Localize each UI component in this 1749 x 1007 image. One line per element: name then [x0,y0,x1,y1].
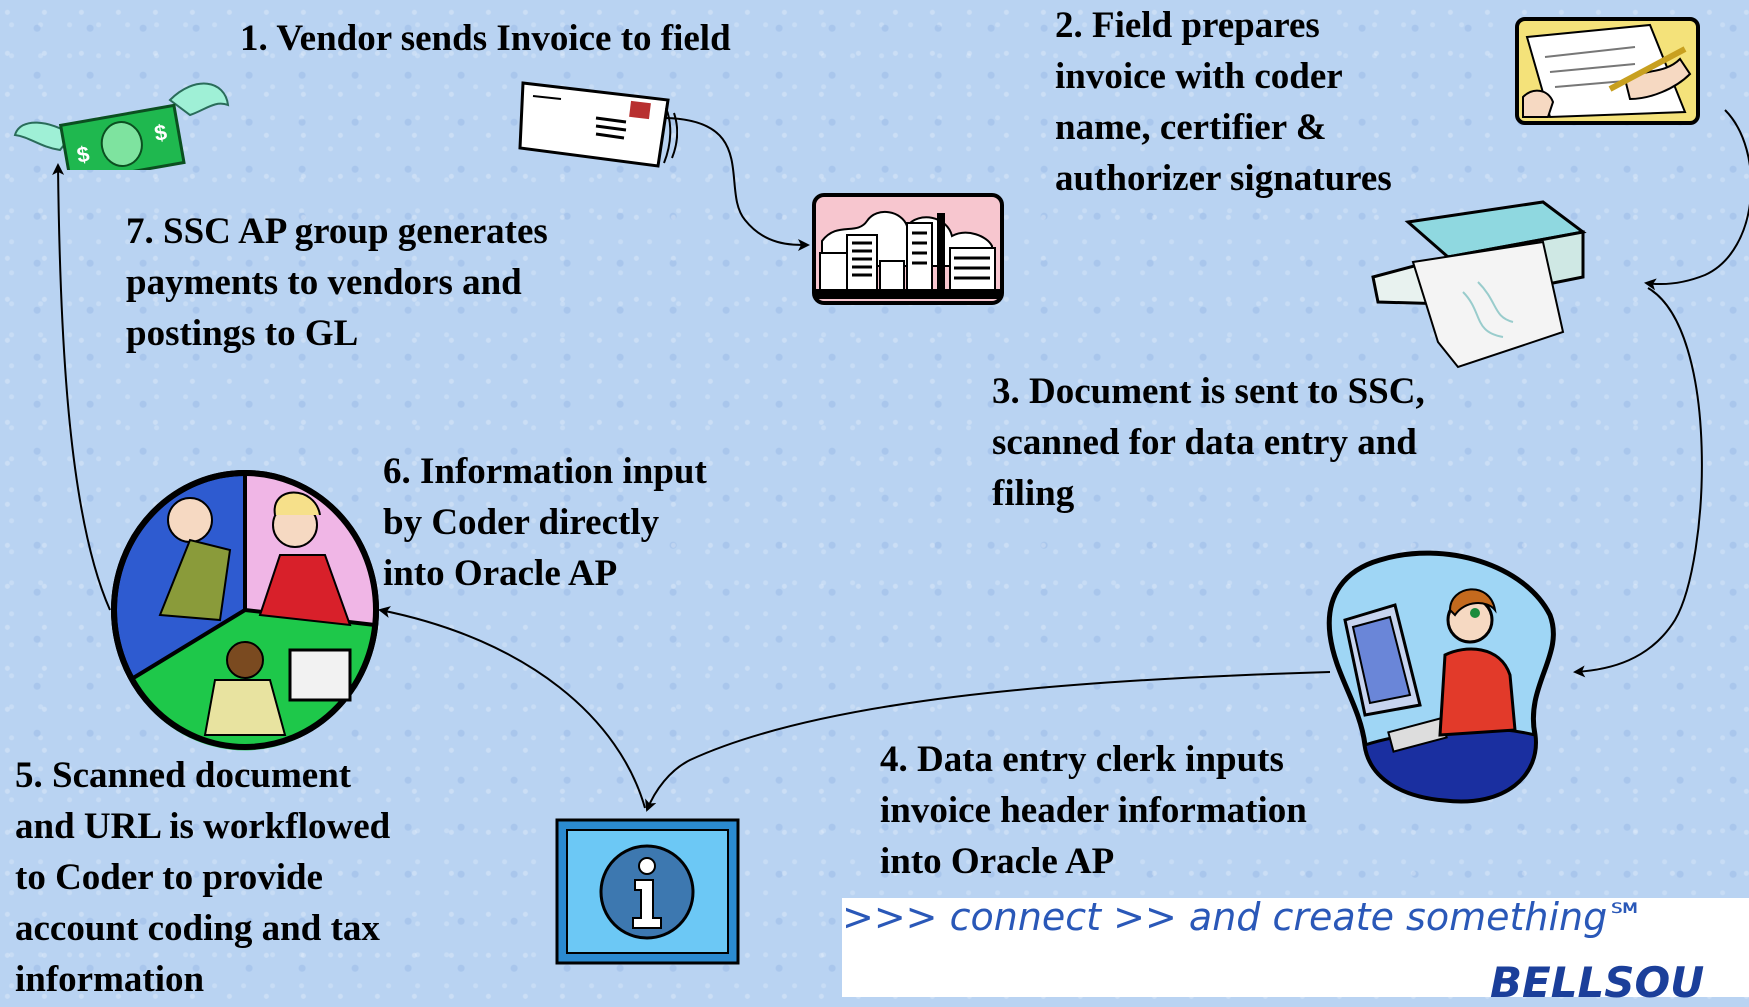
envelope-icon [518,78,679,175]
step-1-label: 1. Vendor sends Invoice to field [240,18,731,59]
coders-team-icon [105,465,385,760]
arrow-printer-to-clerk [1573,287,1703,678]
arrow-envelope-to-city [664,117,810,251]
logo-text: BELLSOU [1490,958,1705,1007]
step-5-label: 5. Scanned document and URL is workflowe… [15,755,391,1000]
printer-icon [1368,192,1593,375]
banner-tagline: >>> connect >> and create something℠ [842,895,1646,939]
bellsouth-banner [842,898,1749,997]
step-4-label: 4. Data entry clerk inputs invoice heade… [880,739,1307,882]
info-sign-icon [555,818,740,970]
step-2-label: 2. Field prepares invoice with coder nam… [1055,5,1392,199]
svg-text:$: $ [152,119,168,146]
step-6-label: 6. Information input by Coder directly i… [383,451,707,594]
flying-money-icon: $ $ [10,55,235,185]
svg-text:$: $ [75,141,91,168]
arrow-info-to-coders [378,606,646,809]
arrow-clerk-to-info [645,671,1331,812]
arrow-coders-to-money [52,163,111,611]
arrow-signing-to-printer [1644,109,1749,291]
signing-hand-icon [1515,17,1700,130]
step-3-label: 3. Document is sent to SSC, scanned for … [992,371,1425,514]
step-7-label: 7. SSC AP group generates payments to ve… [126,211,548,354]
city-buildings-icon [812,193,1004,310]
bellsouth-logo-icon: BELLSOU [1490,958,1704,1007]
data-entry-clerk-icon [1325,545,1565,812]
